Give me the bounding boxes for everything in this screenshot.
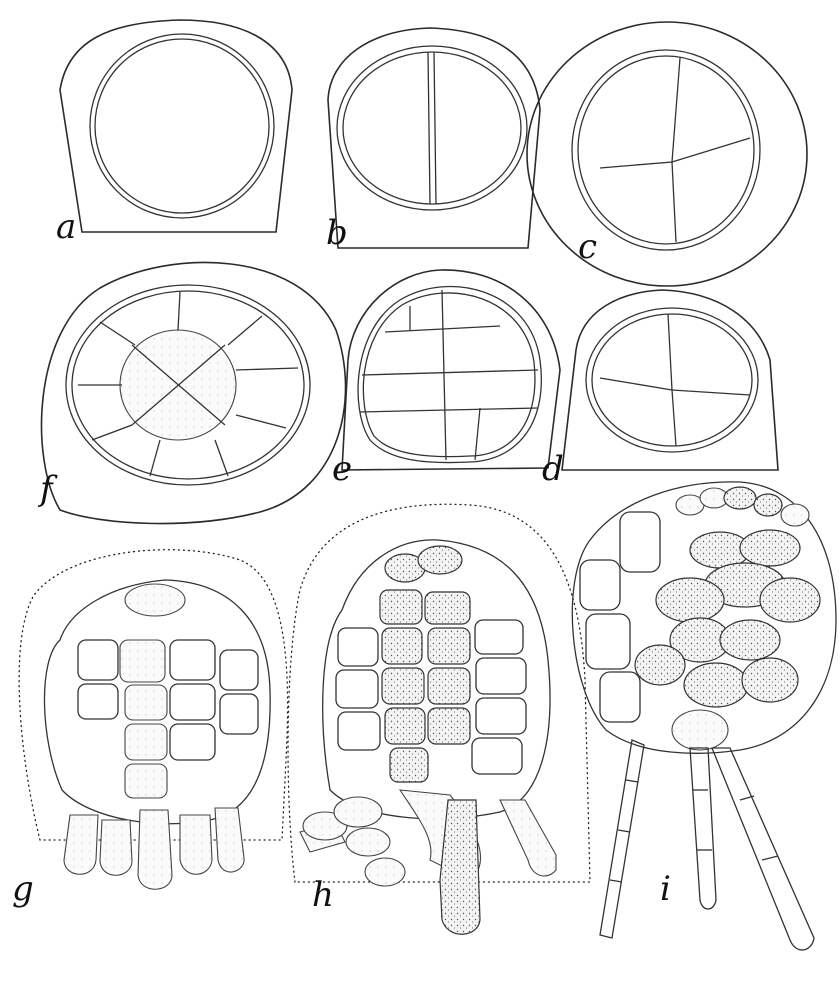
label-g: g — [12, 869, 34, 909]
label-c: c — [578, 227, 597, 267]
label-h: h — [312, 875, 334, 915]
stage-d: d — [542, 290, 778, 489]
stage-g: g — [12, 550, 288, 909]
label-f: f — [37, 469, 58, 509]
stage-b: b — [326, 28, 540, 253]
stage-i: i — [572, 482, 836, 950]
stage-h: h — [288, 504, 590, 934]
label-i: i — [660, 869, 671, 909]
stage-a: a — [56, 20, 292, 247]
label-a: a — [56, 207, 76, 247]
label-d: d — [542, 449, 564, 489]
label-e: e — [332, 449, 352, 489]
stage-f: f — [37, 262, 346, 523]
stage-c: c — [527, 22, 807, 286]
stage-e: e — [332, 270, 560, 489]
label-b: b — [326, 213, 348, 253]
